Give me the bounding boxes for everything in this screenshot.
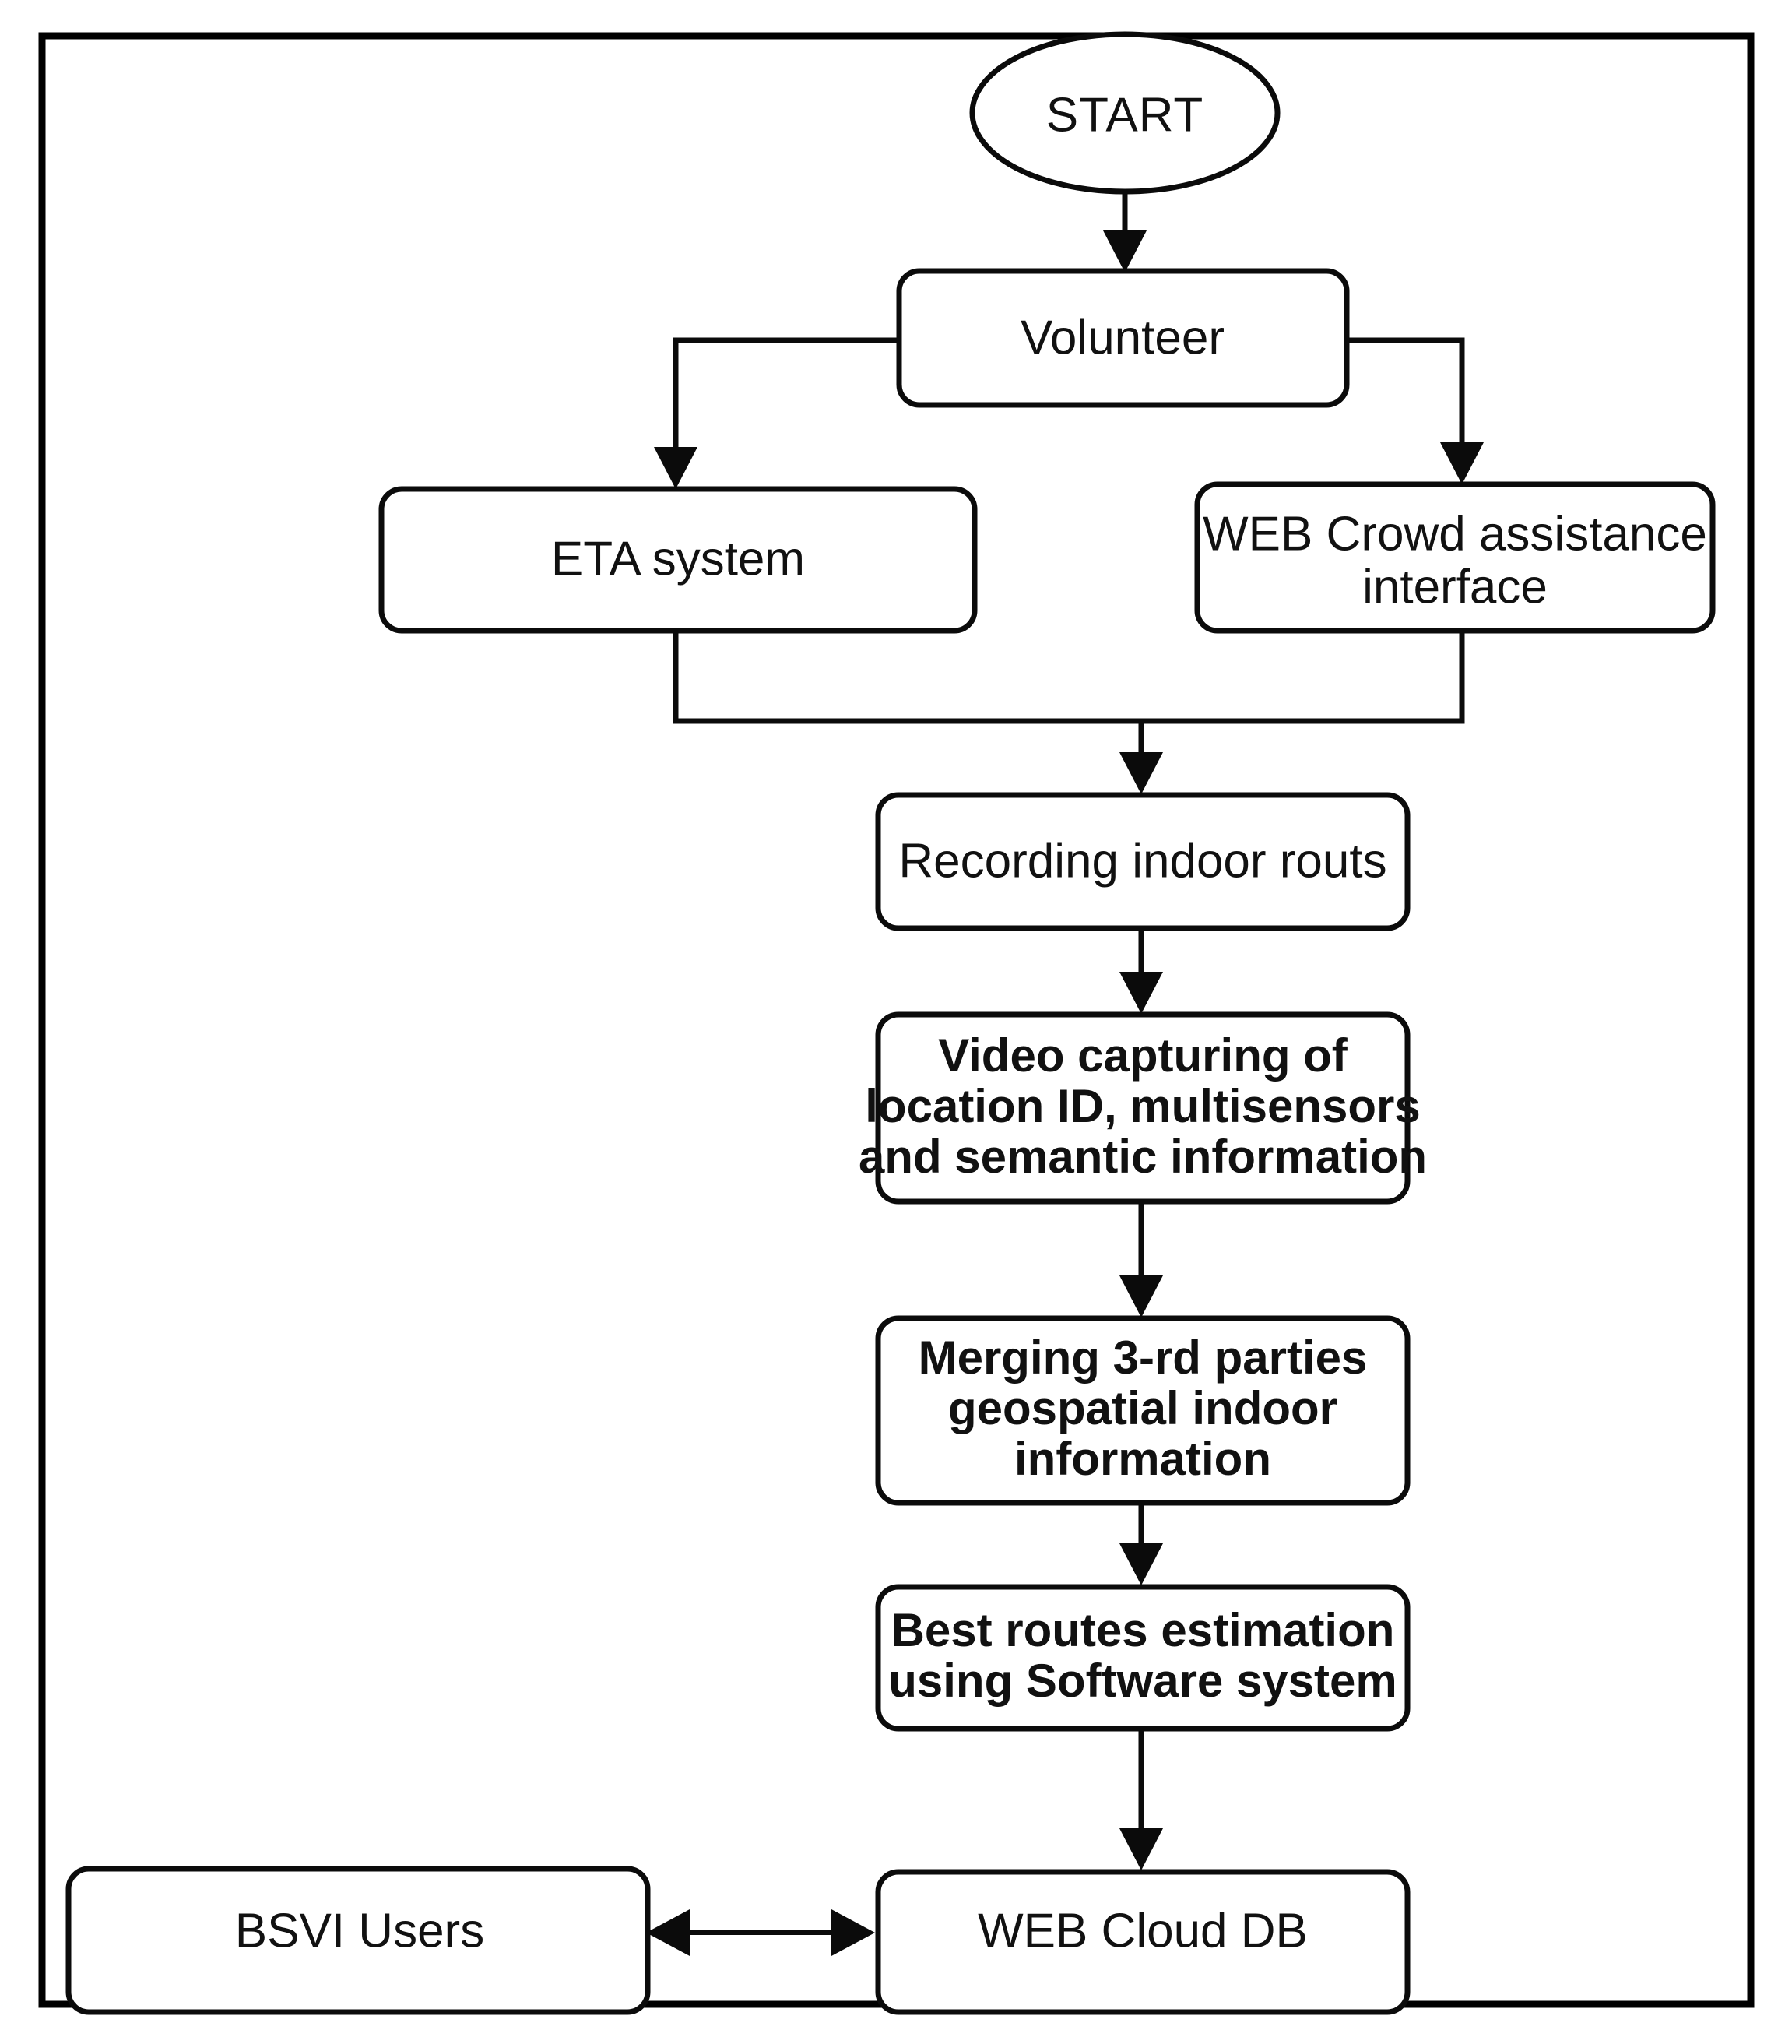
edge-recording-to-video: [1119, 928, 1163, 1014]
edge-start-to-volunteer: [1103, 192, 1147, 273]
merging-label-line3: information: [1014, 1433, 1271, 1485]
node-eta-system[interactable]: ETA system: [378, 486, 978, 634]
edge-merging-to-best-routes: [1119, 1503, 1163, 1585]
node-start[interactable]: START: [969, 31, 1281, 195]
best-routes-box-shape: [875, 1584, 1411, 1732]
arrowhead-right-icon: [831, 1909, 875, 1956]
edge-volunteer-to-web-crowd: [1347, 337, 1484, 484]
bsvi-users-label: BSVI Users: [235, 1904, 484, 1958]
merging-box-shape: [875, 1315, 1411, 1506]
node-video-capturing[interactable]: Video capturing of location ID, multisen…: [859, 1011, 1427, 1205]
node-web-cloud-db[interactable]: WEB Cloud DB: [875, 1869, 1411, 2015]
video-capturing-label-line2: location ID, multisensors: [865, 1080, 1420, 1132]
bsvi-users-box-shape: [65, 1866, 651, 2015]
merging-label-line1: Merging 3-rd parties: [919, 1332, 1368, 1384]
node-merging-3rd-parties[interactable]: Merging 3-rd parties geospatial indoor i…: [875, 1315, 1411, 1506]
video-capturing-label-line3: and semantic information: [859, 1131, 1427, 1183]
edge-best-routes-to-cloud-db: [1119, 1729, 1163, 1870]
arrowhead-down-icon: [1119, 752, 1163, 794]
video-capturing-box-shape: [875, 1011, 1411, 1205]
edge-cloud-db-to-bsvi-users: [646, 1909, 875, 1956]
arrowhead-down-icon: [1440, 442, 1484, 484]
start-oval-shape: [969, 31, 1281, 195]
arrowhead-down-icon: [1103, 230, 1147, 273]
best-routes-label-line1: Best routes estimation: [891, 1604, 1395, 1656]
web-crowd-label-line2: interface: [1362, 560, 1548, 614]
edge-merge-to-recording: [673, 631, 1465, 794]
node-best-routes-estimation[interactable]: Best routes estimation using Software sy…: [875, 1584, 1411, 1732]
eta-system-label: ETA system: [551, 532, 805, 586]
start-label: START: [1046, 88, 1204, 142]
arrowhead-left-icon: [646, 1909, 690, 1956]
web-cloud-db-box-shape: [875, 1869, 1411, 2015]
web-crowd-label-line1: WEB Crowd assistance: [1203, 507, 1707, 561]
recording-box-shape: [875, 792, 1411, 931]
node-volunteer[interactable]: Volunteer: [896, 268, 1350, 408]
volunteer-box-shape: [896, 268, 1350, 408]
web-crowd-box-shape: [1194, 481, 1716, 634]
edge-video-to-merging: [1119, 1201, 1163, 1318]
arrowhead-down-icon: [1119, 1828, 1163, 1870]
recording-label: Recording indoor routs: [898, 834, 1386, 888]
web-cloud-db-label: WEB Cloud DB: [978, 1904, 1308, 1958]
edge-volunteer-to-eta: [654, 337, 899, 489]
volunteer-label: Volunteer: [1021, 311, 1225, 364]
eta-system-box-shape: [378, 486, 978, 634]
arrowhead-down-icon: [1119, 1275, 1163, 1318]
video-capturing-label-line1: Video capturing of: [938, 1029, 1348, 1082]
merging-label-line2: geospatial indoor: [948, 1382, 1337, 1434]
node-recording-indoor-routs[interactable]: Recording indoor routs: [875, 792, 1411, 931]
arrowhead-down-icon: [654, 447, 697, 489]
arrowhead-down-icon: [1119, 1543, 1163, 1585]
best-routes-label-line2: using Software system: [888, 1655, 1397, 1707]
arrowhead-down-icon: [1119, 972, 1163, 1014]
node-bsvi-users[interactable]: BSVI Users: [65, 1866, 651, 2015]
node-web-crowd-assistance-interface[interactable]: WEB Crowd assistance interface: [1194, 481, 1716, 634]
